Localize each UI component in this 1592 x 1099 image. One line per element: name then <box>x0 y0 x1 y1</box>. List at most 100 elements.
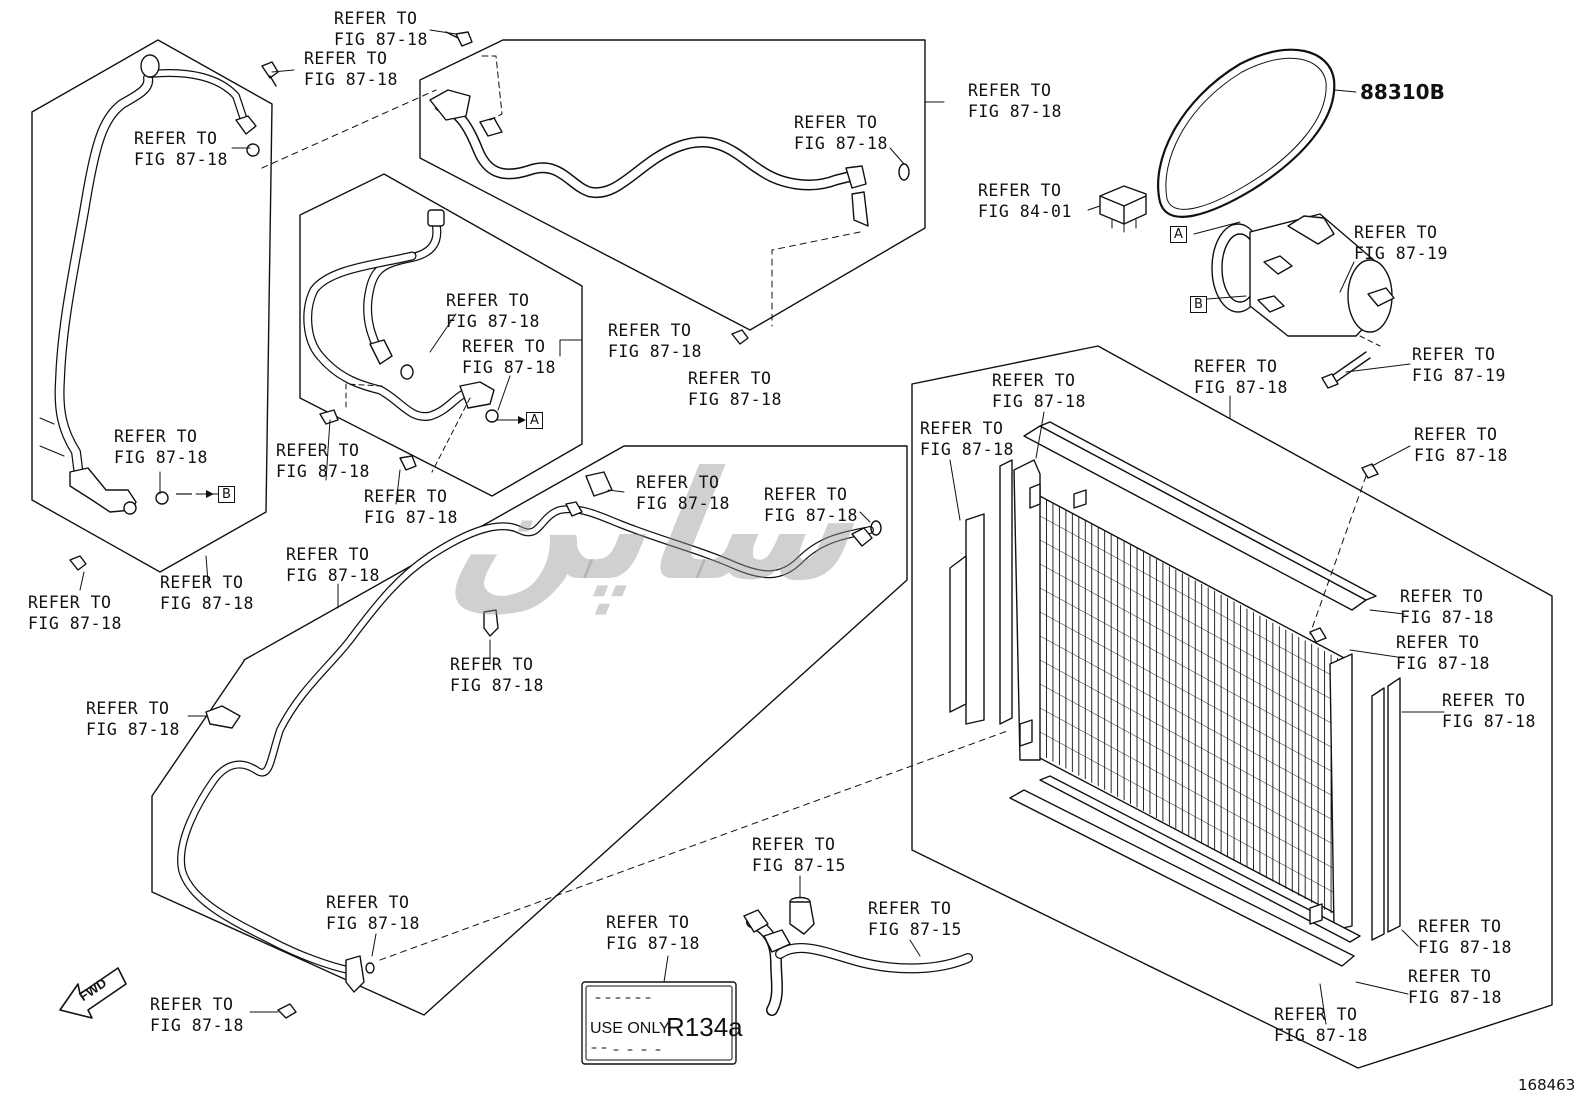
refer-line2: FIG 87-18 <box>1414 446 1508 465</box>
refer-label[interactable]: REFER TO FIG 87-18 <box>150 994 244 1036</box>
refer-line2: FIG 87-18 <box>304 70 398 89</box>
condenser-tube <box>1039 515 1345 683</box>
refer-label[interactable]: REFER TO FIG 87-18 <box>160 572 254 614</box>
condenser-tube <box>1039 659 1345 827</box>
refer-line1: REFER TO <box>150 995 234 1014</box>
sticker-refrigerant: R134a <box>666 1012 743 1042</box>
refer-line1: REFER TO <box>462 337 546 356</box>
refer-line2: FIG 87-18 <box>286 566 380 585</box>
refer-line1: REFER TO <box>86 699 170 718</box>
refer-label[interactable]: REFER TO FIG 87-18 <box>114 426 208 468</box>
refer-line1: REFER TO <box>978 181 1062 200</box>
bolt-top <box>445 31 473 47</box>
refer-label[interactable]: REFER TO FIG 87-18 <box>1418 916 1512 958</box>
refer-line1: REFER TO <box>326 893 410 912</box>
refer-line2: FIG 87-19 <box>1354 244 1448 263</box>
refer-label[interactable]: REFER TO FIG 87-18 <box>1274 1004 1368 1046</box>
refer-label[interactable]: REFER TO FIG 87-18 <box>462 336 556 378</box>
refer-label[interactable]: REFER TO FIG 84-01 <box>978 180 1072 222</box>
left-hose <box>39 54 260 515</box>
refer-label[interactable]: REFER TO FIG 87-18 <box>1414 424 1508 466</box>
refer-label[interactable]: REFER TO FIG 87-18 <box>1408 966 1502 1008</box>
refer-line1: REFER TO <box>134 129 218 148</box>
refer-label[interactable]: REFER TO FIG 87-18 <box>968 80 1062 122</box>
refer-label[interactable]: REFER TO FIG 87-18 <box>446 290 540 332</box>
condenser-tube <box>1039 635 1345 803</box>
refer-line2: FIG 87-18 <box>134 150 228 169</box>
refer-line2: FIG 87-18 <box>1418 938 1512 957</box>
refer-label[interactable]: REFER TO FIG 87-18 <box>28 592 122 634</box>
refer-label[interactable]: REFER TO FIG 87-15 <box>752 834 846 876</box>
refer-label[interactable]: REFER TO FIG 87-18 <box>920 418 1014 460</box>
refer-line1: REFER TO <box>794 113 878 132</box>
condenser-tube <box>1039 611 1345 779</box>
refer-label[interactable]: REFER TO FIG 87-18 <box>992 370 1086 412</box>
diagram-id: 168463 <box>1518 1076 1576 1094</box>
refer-line2: FIG 87-18 <box>1408 988 1502 1007</box>
refer-line1: REFER TO <box>1396 633 1480 652</box>
refer-line1: REFER TO <box>1274 1005 1358 1024</box>
bolt-left-top <box>261 61 279 87</box>
refer-label[interactable]: REFER TO FIG 87-18 <box>1400 586 1494 628</box>
refer-line2: FIG 87-15 <box>752 856 846 875</box>
refer-label[interactable]: REFER TO FIG 87-15 <box>868 898 962 940</box>
refer-line1: REFER TO <box>304 49 388 68</box>
refer-line2: FIG 87-18 <box>28 614 122 633</box>
refer-line2: FIG 87-18 <box>688 390 782 409</box>
refer-line2: FIG 87-15 <box>868 920 962 939</box>
refer-line2: FIG 87-18 <box>606 934 700 953</box>
sticker-use-only: USE ONLY <box>590 1020 670 1037</box>
top-pipe <box>429 55 910 345</box>
refer-label[interactable]: REFER TO FIG 87-18 <box>276 440 370 482</box>
refer-line1: REFER TO <box>1418 917 1502 936</box>
refer-label[interactable]: REFER TO FIG 87-18 <box>606 912 700 954</box>
refer-label[interactable]: REFER TO FIG 87-18 <box>304 48 398 90</box>
refer-label[interactable]: REFER TO FIG 87-18 <box>764 484 858 526</box>
leader-lines <box>79 29 1445 1025</box>
refer-line1: REFER TO <box>1194 357 1278 376</box>
refer-label[interactable]: REFER TO FIG 87-18 <box>334 8 428 50</box>
refer-line1: REFER TO <box>752 835 836 854</box>
refer-line2: FIG 87-18 <box>86 720 180 739</box>
middle-hose <box>303 209 521 473</box>
refer-line2: FIG 87-18 <box>992 392 1086 411</box>
refer-line1: REFER TO <box>1412 345 1496 364</box>
refer-line1: REFER TO <box>28 593 112 612</box>
refer-label[interactable]: REFER TO FIG 87-18 <box>636 472 730 514</box>
refer-line1: REFER TO <box>968 81 1052 100</box>
refer-label[interactable]: REFER TO FIG 87-18 <box>1396 632 1490 674</box>
refer-label[interactable]: REFER TO FIG 87-18 <box>1442 690 1536 732</box>
refer-label[interactable]: REFER TO FIG 87-18 <box>688 368 782 410</box>
refer-label[interactable]: REFER TO FIG 87-19 <box>1354 222 1448 264</box>
fwd-arrow <box>59 967 127 1019</box>
refer-label[interactable]: REFER TO FIG 87-18 <box>134 128 228 170</box>
group-outline-condenser <box>911 345 1553 1069</box>
refer-label[interactable]: REFER TO FIG 87-18 <box>364 486 458 528</box>
part-number-88310b: 88310B <box>1360 80 1445 104</box>
refer-label[interactable]: REFER TO FIG 87-18 <box>1194 356 1288 398</box>
refer-line2: FIG 87-18 <box>1442 712 1536 731</box>
condenser-assembly <box>949 421 1401 967</box>
refer-label[interactable]: REFER TO FIG 87-18 <box>86 698 180 740</box>
refer-line2: FIG 87-18 <box>450 676 544 695</box>
bolt-left-bottom <box>69 555 87 571</box>
refer-line1: REFER TO <box>1442 691 1526 710</box>
refer-label[interactable]: REFER TO FIG 87-18 <box>286 544 380 586</box>
drain-hose-assembly <box>743 896 973 1016</box>
refer-line2: FIG 87-18 <box>1400 608 1494 627</box>
refer-line1: REFER TO <box>1408 967 1492 986</box>
group-outline-left-hose <box>31 39 273 573</box>
refer-label[interactable]: REFER TO FIG 87-19 <box>1412 344 1506 386</box>
refer-label[interactable]: REFER TO FIG 87-18 <box>326 892 420 934</box>
refer-line2: FIG 87-18 <box>920 440 1014 459</box>
condenser-tube <box>1039 707 1345 875</box>
group-outline-long-pipe <box>151 445 908 1016</box>
connector-box-a: A <box>1170 226 1187 243</box>
refer-label[interactable]: REFER TO FIG 87-18 <box>450 654 544 696</box>
drive-belt <box>1157 48 1357 218</box>
refer-line2: FIG 87-18 <box>446 312 540 331</box>
refer-label[interactable]: REFER TO FIG 87-18 <box>608 320 702 362</box>
refrigerant-label-sticker <box>581 981 737 1065</box>
refer-label[interactable]: REFER TO FIG 87-18 <box>794 112 888 154</box>
